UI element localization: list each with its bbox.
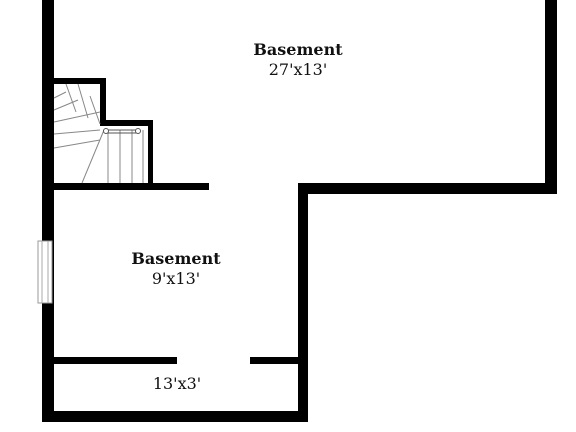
stair-tread (65, 83, 77, 113)
right-wall-upper (545, 0, 557, 194)
stair-wall-landing (100, 120, 152, 126)
room-dimensions: 27'x13' (268, 60, 328, 79)
left-wall (42, 0, 54, 422)
step-wall-horizontal (298, 183, 557, 194)
stair-wall-top (54, 78, 106, 84)
stair-tread (53, 99, 79, 111)
room-name: Basement (253, 40, 343, 59)
stair-wall-side (100, 78, 106, 126)
bottom-wall (42, 411, 308, 422)
room-dimensions: 13'x3' (152, 374, 202, 393)
window-frame (37, 240, 53, 304)
stair-riser (81, 129, 105, 184)
stair-tread (77, 83, 89, 119)
stair-tread (89, 95, 101, 125)
stair-tread (53, 139, 101, 149)
stair-divider-wall (54, 183, 209, 190)
walls (42, 0, 557, 422)
stair-tread (53, 91, 67, 99)
stair-tread (53, 111, 101, 123)
staircase (53, 83, 144, 184)
closet-wall-left (54, 357, 177, 364)
room-label-closet: 13'x3' (122, 374, 232, 394)
room-dimensions: 9'x13' (151, 269, 201, 288)
window (37, 240, 53, 304)
stair-tread (53, 129, 101, 135)
stair-wall-right (148, 120, 153, 183)
room-label-basement-large: Basement 27'x13' (228, 40, 368, 80)
railing-post (135, 128, 141, 134)
room-label-basement-small: Basement 9'x13' (106, 249, 246, 289)
step-wall-vertical (298, 183, 308, 422)
railing-post (103, 128, 109, 134)
closet-wall-right (250, 357, 298, 364)
room-name: Basement (131, 249, 221, 268)
